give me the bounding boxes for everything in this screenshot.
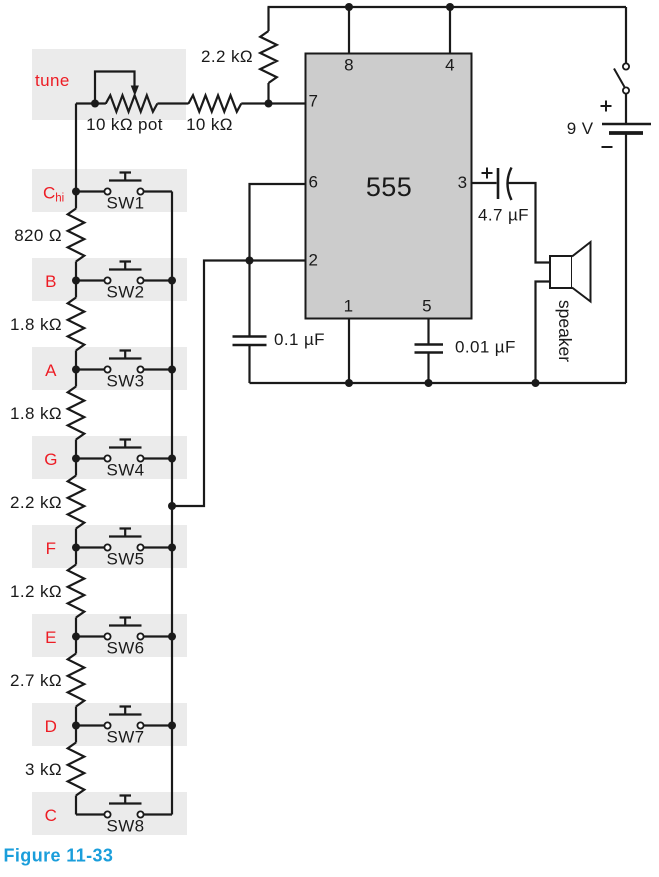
svg-text:8: 8 [344,56,354,75]
svg-text:2: 2 [309,251,319,270]
svg-text:tune: tune [35,71,70,90]
svg-text:10 kΩ: 10 kΩ [186,115,233,134]
svg-text:820 Ω: 820 Ω [14,226,62,245]
svg-text:SW7: SW7 [106,728,144,747]
svg-text:SW2: SW2 [106,283,144,302]
svg-text:2.2 kΩ: 2.2 kΩ [201,47,253,66]
svg-text:555: 555 [366,172,412,202]
svg-text:1: 1 [344,297,354,316]
svg-text:0.1 µF: 0.1 µF [274,330,325,349]
svg-text:E: E [45,628,57,647]
svg-text:2.7 kΩ: 2.7 kΩ [10,671,62,690]
svg-text:5: 5 [422,297,432,316]
svg-text:C: C [45,806,58,825]
svg-text:3: 3 [458,173,468,192]
svg-text:2.2 kΩ: 2.2 kΩ [10,493,62,512]
svg-text:SW8: SW8 [106,817,144,836]
svg-text:speaker: speaker [555,300,575,362]
svg-text:Figure 11-33: Figure 11-33 [4,846,114,866]
svg-text:SW4: SW4 [106,461,144,480]
svg-text:SW5: SW5 [106,550,144,569]
svg-text:6: 6 [309,173,319,192]
svg-text:1.8 kΩ: 1.8 kΩ [10,404,62,423]
svg-text:SW3: SW3 [106,372,144,391]
svg-text:F: F [46,539,57,558]
svg-text:3 kΩ: 3 kΩ [25,760,62,779]
svg-text:G: G [44,450,58,469]
svg-text:4.7 µF: 4.7 µF [478,206,529,225]
svg-text:7: 7 [309,92,319,111]
svg-text:SW1: SW1 [106,194,144,213]
svg-text:D: D [45,717,58,736]
svg-text:9 V: 9 V [567,119,594,138]
svg-text:SW6: SW6 [106,639,144,658]
svg-text:A: A [45,361,57,380]
svg-text:4: 4 [445,56,455,75]
svg-text:1.8 kΩ: 1.8 kΩ [10,315,62,334]
svg-text:0.01 µF: 0.01 µF [455,338,516,357]
svg-text:1.2 kΩ: 1.2 kΩ [10,582,62,601]
svg-text:B: B [45,272,57,291]
svg-text:10 kΩ pot: 10 kΩ pot [86,115,163,134]
